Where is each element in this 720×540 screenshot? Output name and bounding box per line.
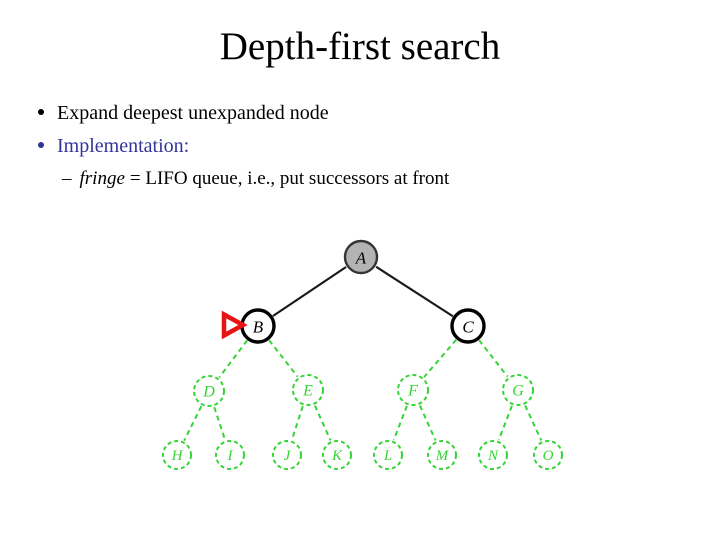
tree-node-D: D (193, 375, 225, 407)
tree-node-L: L (373, 440, 403, 470)
node-circle-A (343, 239, 379, 275)
tree-edge-F-M (419, 405, 437, 441)
tree-edge-G-N (497, 405, 513, 441)
tree-node-G: G (502, 374, 534, 406)
node-label-N: N (487, 448, 499, 464)
tree-edge-D-I (213, 406, 226, 441)
bullet-icon (38, 142, 44, 149)
node-label-F: F (407, 382, 418, 399)
tree-edge-C-F (423, 338, 458, 378)
tree-edge-D-H (183, 405, 203, 442)
node-label-M: M (435, 448, 450, 464)
node-circle-G (502, 374, 534, 406)
tree-edge-F-L (392, 405, 408, 441)
node-circle-C (450, 308, 486, 344)
tree-node-C: C (450, 308, 486, 344)
node-label-O: O (543, 448, 554, 464)
tree-node-N: N (478, 440, 508, 470)
node-label-D: D (202, 383, 215, 400)
node-circle-O (533, 440, 563, 470)
tree-node-B: B (240, 308, 276, 344)
node-label-C: C (462, 318, 474, 337)
sub-bullet-text: = LIFO queue, i.e., put successors at fr… (129, 168, 450, 189)
node-label-A: A (355, 249, 367, 268)
tree-node-E: E (292, 374, 324, 406)
sub-bullet-term: fringe (79, 168, 125, 189)
tree-node-O: O (533, 440, 563, 470)
bullet-text: Expand deepest unexpanded node (57, 102, 329, 124)
node-circle-J (272, 440, 302, 470)
dash-icon: – (62, 168, 72, 189)
tree-edge-B-D (218, 339, 248, 379)
current-node-arrow-icon (221, 310, 248, 340)
tree-edge-C-G (478, 339, 509, 378)
tree-edge-G-O (524, 405, 543, 441)
tree-edge-E-K (314, 405, 332, 441)
tree-node-A: A (343, 239, 379, 275)
bullet-icon (38, 109, 44, 116)
tree-node-J: J (272, 440, 302, 470)
tree-node-K: K (322, 440, 352, 470)
page-title: Depth-first search (219, 25, 501, 68)
node-circle-N (478, 440, 508, 470)
node-label-G: G (512, 382, 524, 399)
node-circle-H (162, 440, 192, 470)
node-circle-K (322, 440, 352, 470)
node-circle-F (397, 374, 429, 406)
node-circle-D (193, 375, 225, 407)
node-circle-E (292, 374, 324, 406)
node-label-B: B (253, 318, 264, 337)
sub-bullet-fringe: –fringe= LIFO queue, i.e., put successor… (62, 166, 449, 191)
bullet-text: Implementation: (57, 135, 190, 157)
node-circle-M (427, 440, 457, 470)
node-label-L: L (383, 448, 392, 464)
node-label-J: J (284, 448, 292, 464)
bullet-item-expand: Expand deepest unexpanded node (38, 100, 329, 126)
node-circle-L (373, 440, 403, 470)
node-label-I: I (227, 448, 234, 464)
tree-edge-B-E (268, 339, 299, 378)
tree-edge-A-B (272, 266, 347, 317)
tree-edge-A-C (375, 265, 454, 318)
node-circle-I (215, 440, 245, 470)
node-label-K: K (331, 448, 343, 464)
tree-node-M: M (427, 440, 457, 470)
tree-edge-E-J (290, 405, 304, 441)
node-label-E: E (302, 382, 313, 399)
bullet-item-implementation: Implementation: (38, 133, 189, 159)
tree-node-I: I (215, 440, 245, 470)
tree-node-F: F (397, 374, 429, 406)
tree-node-H: H (162, 440, 192, 470)
node-label-H: H (171, 448, 184, 464)
